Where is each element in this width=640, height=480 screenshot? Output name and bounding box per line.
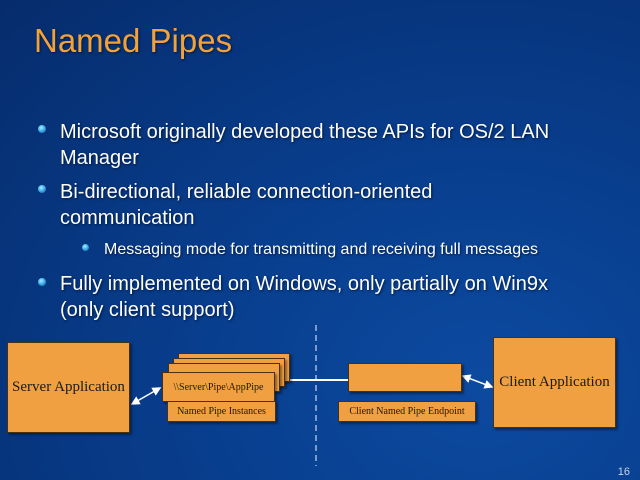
sub-bullet: Messaging mode for transmitting and rece… [104, 241, 538, 258]
instances-label: Named Pipe Instances [167, 401, 276, 422]
bullet-icon [38, 185, 46, 193]
slide-title: Named Pipes [34, 22, 233, 59]
bullet-text: Fully implemented on Windows, only parti… [60, 273, 548, 295]
bullet-text: (only client support) [60, 299, 235, 321]
bullet-text: Manager [60, 147, 139, 169]
bullet-icon [38, 125, 46, 133]
bullet-text: Bi-directional, reliable connection-orie… [60, 181, 433, 203]
bullet-icon [38, 278, 46, 286]
client-application-box: Client Application [493, 337, 616, 428]
bullet-1: Microsoft originally developed these API… [60, 119, 549, 171]
server-arrow [130, 387, 162, 405]
bullet-text: communication [60, 207, 195, 229]
server-application-box: Server Application [7, 342, 130, 433]
endpoint-label: Client Named Pipe Endpoint [338, 401, 476, 422]
bullet-2: Bi-directional, reliable connection-orie… [60, 179, 432, 231]
sub-bullet-icon [82, 244, 89, 251]
client-arrow [461, 374, 494, 389]
page-number: 16 [617, 466, 630, 478]
client-endpoint-box [348, 363, 462, 392]
pipe-name-box: \\Server\Pipe\AppPipe [162, 372, 275, 402]
bullet-text: Microsoft originally developed these API… [60, 121, 550, 143]
bullet-3: Fully implemented on Windows, only parti… [60, 271, 548, 323]
